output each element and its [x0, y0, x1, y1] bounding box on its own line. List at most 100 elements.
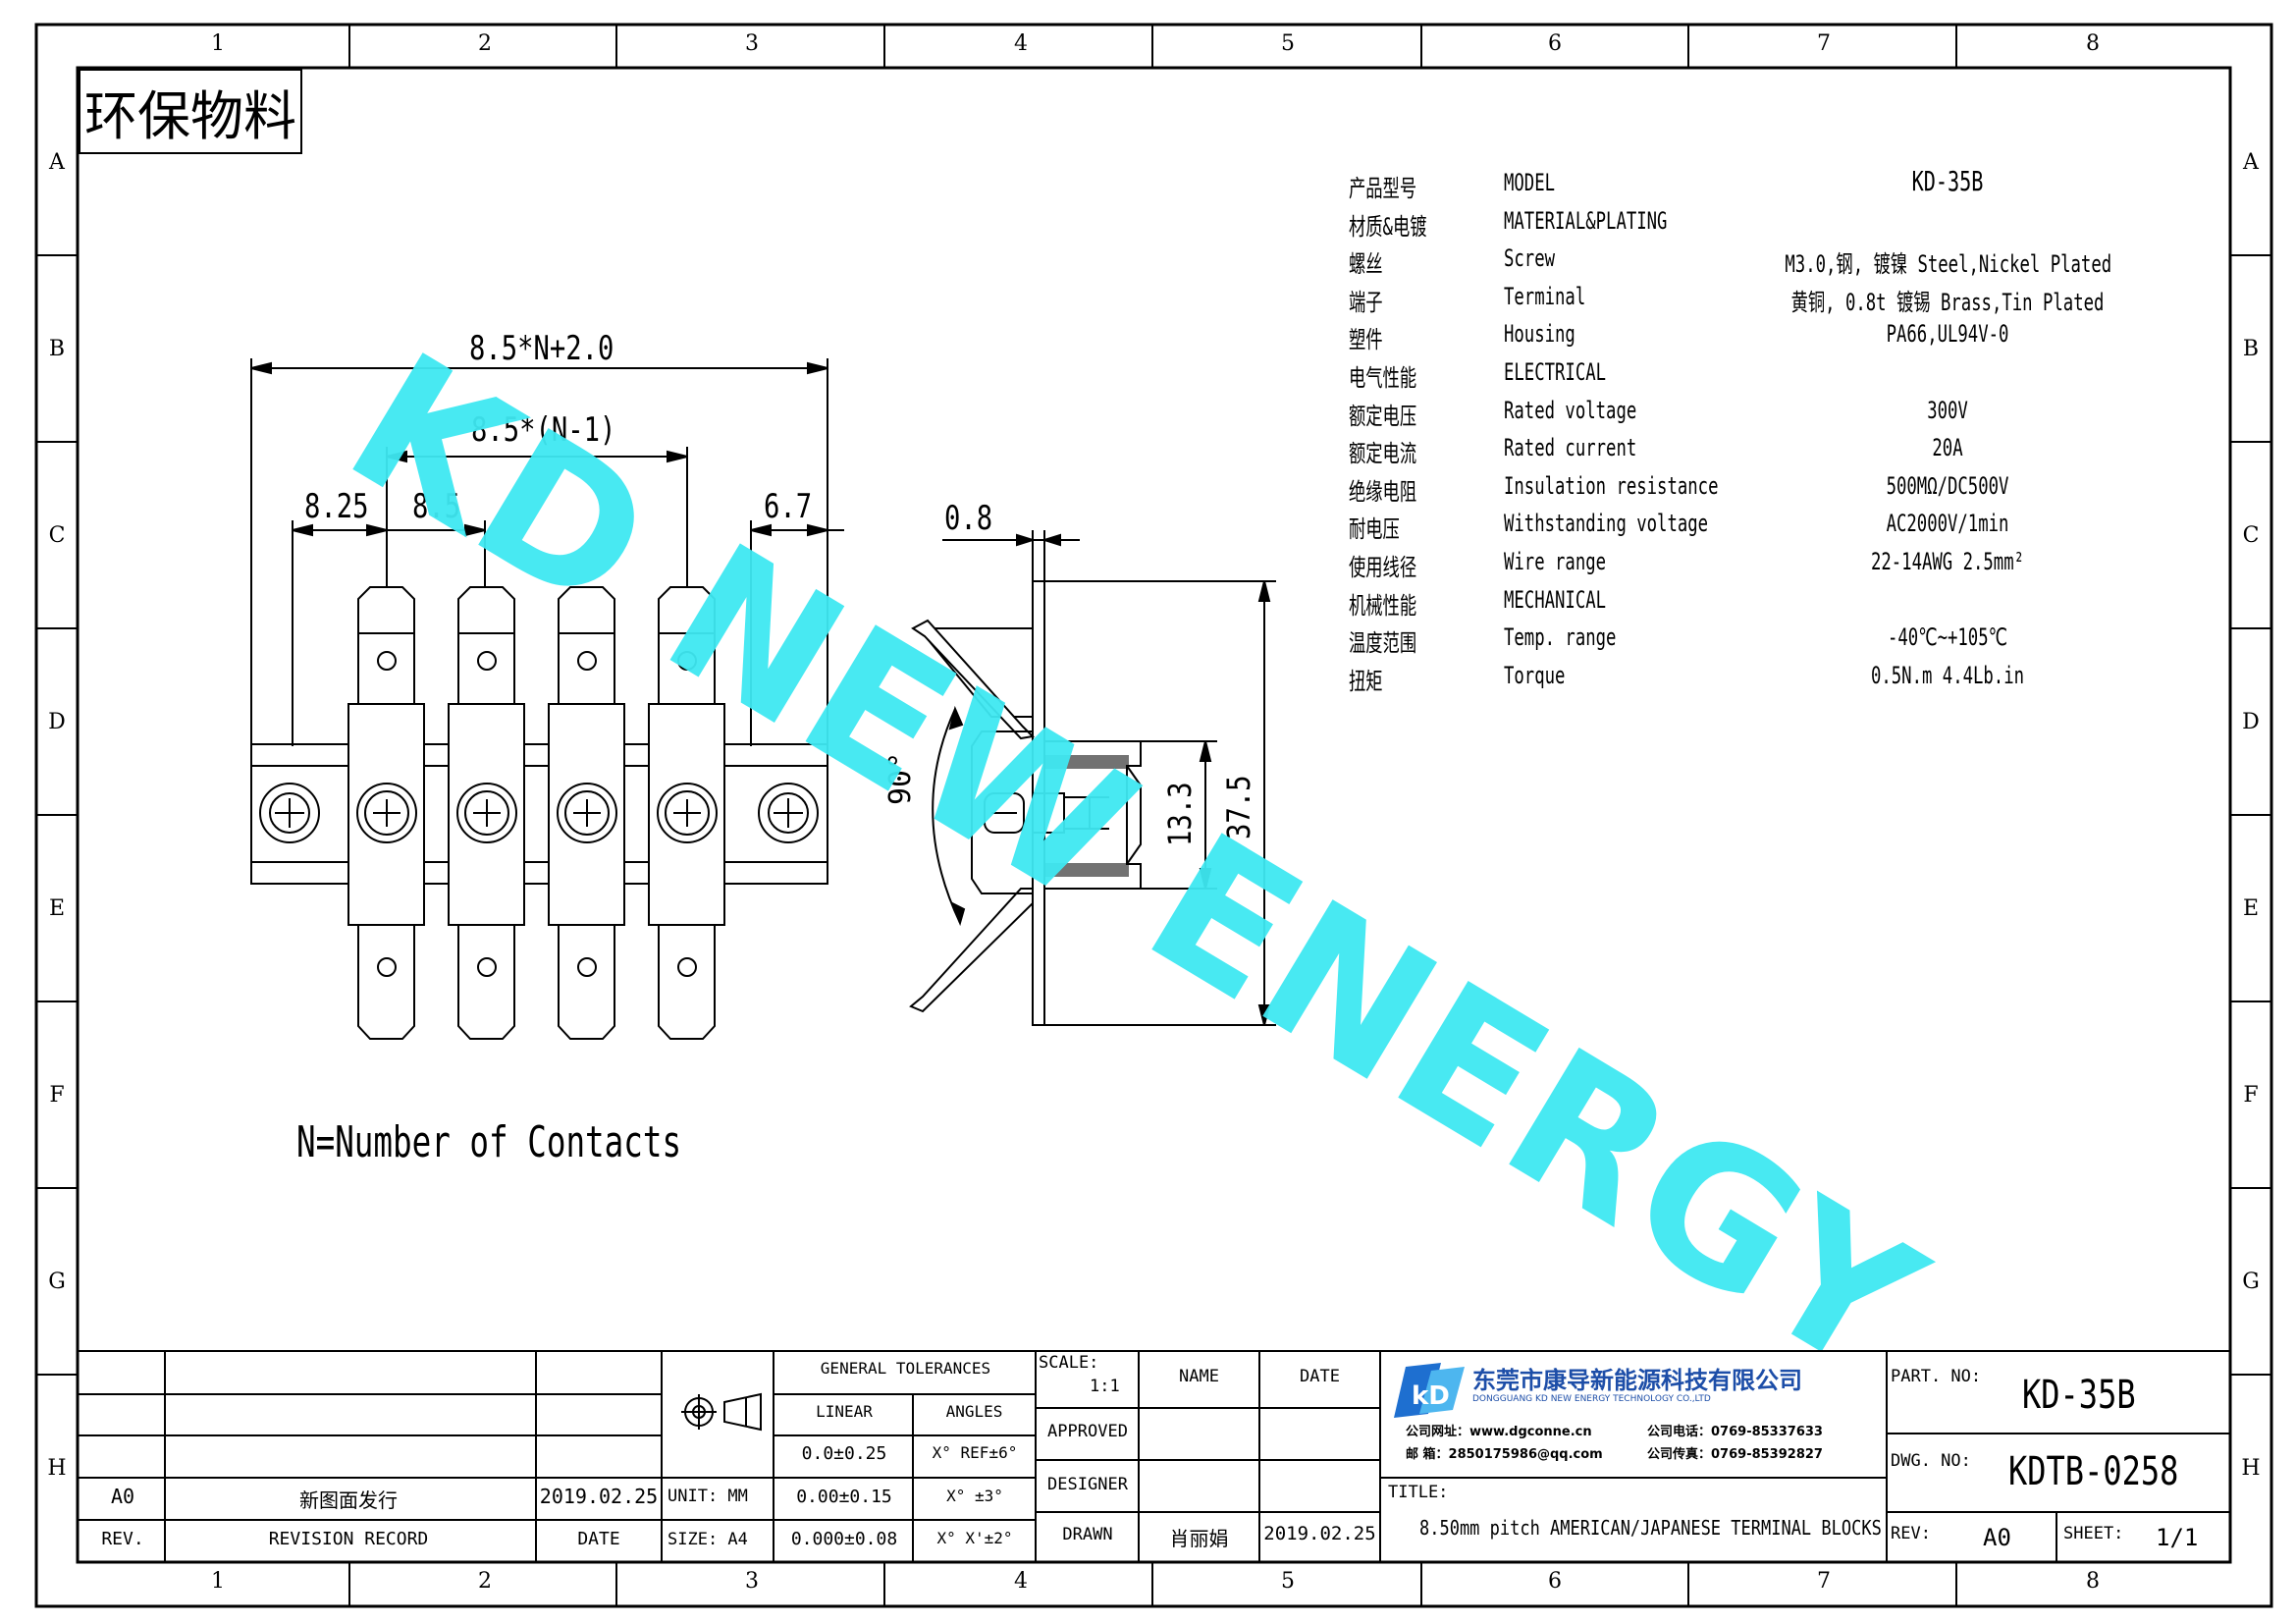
row-label: H — [47, 1456, 67, 1481]
column-label: 3 — [745, 31, 759, 56]
spec-label-en: Temp. range — [1504, 623, 1617, 652]
dim-overall-length: 8.5*N+2.0 — [469, 329, 614, 368]
name-header: NAME — [1179, 1367, 1219, 1386]
spec-label-cn: 扭矩 — [1349, 667, 1383, 695]
rev-header: REV. — [101, 1529, 144, 1549]
spec-value: 22-14AWG 2.5mm² — [1870, 548, 2025, 575]
spec-label-cn: 温度范围 — [1349, 629, 1417, 658]
dim-pitch-total: 8.5*(N-1) — [471, 410, 616, 450]
spec-value: AC2000V/1min — [1886, 510, 2009, 538]
eco-material-label: 环保物料 — [79, 69, 302, 154]
row-label: A — [49, 150, 65, 175]
column-label: 6 — [1548, 31, 1562, 56]
general-tolerances: GENERAL TOLERANCES — [820, 1359, 991, 1378]
tolerance-angle: X° ±3° — [946, 1487, 1003, 1505]
column-label: 3 — [745, 1569, 759, 1594]
scale-label: SCALE: — [1039, 1353, 1099, 1373]
row-label: B — [2242, 337, 2260, 361]
spec-label-en: Terminal — [1504, 282, 1586, 310]
drawn-name: 肖丽娟 — [1169, 1527, 1229, 1550]
column-label: 7 — [1817, 1569, 1831, 1594]
spec-label-en: MODEL — [1504, 169, 1556, 196]
sheet-label: SHEET: — [2063, 1524, 2124, 1543]
company-email: 邮 箱：2850175986@qq.com — [1406, 1447, 1603, 1462]
column-label: 5 — [1281, 31, 1295, 56]
spec-label-en: Screw — [1504, 244, 1556, 273]
svg-text:kD: kD — [1412, 1381, 1450, 1411]
spec-label-cn: 螺丝 — [1349, 250, 1383, 279]
spec-label-en: Insulation resistance — [1504, 471, 1719, 500]
spec-label-en: MATERIAL&PLATING — [1504, 206, 1668, 235]
date-header: DATE — [577, 1529, 620, 1549]
revision-date: 2019.02.25 — [539, 1485, 659, 1508]
column-label: 1 — [211, 31, 225, 56]
spec-label-cn: 材质&电镀 — [1349, 212, 1427, 241]
tolerance-linear: 0.000±0.08 — [790, 1529, 898, 1549]
row-label: E — [48, 896, 66, 921]
column-label: 4 — [1014, 1569, 1028, 1594]
spec-label-en: ELECTRICAL — [1504, 358, 1607, 386]
row-label: H — [2241, 1456, 2261, 1481]
spec-label-cn: 额定电流 — [1349, 440, 1417, 468]
tolerance-angle: X° X'±2° — [936, 1529, 1013, 1547]
row-label: C — [2242, 523, 2260, 548]
row-label: D — [48, 710, 66, 734]
column-label: 2 — [478, 31, 492, 56]
title-label: TITLE: — [1388, 1483, 1449, 1502]
column-label: 1 — [211, 1569, 225, 1594]
row-label: C — [48, 523, 66, 548]
spec-label-en: Rated current — [1504, 434, 1637, 462]
spec-label-en: Housing — [1504, 320, 1575, 349]
row-label: G — [2242, 1270, 2260, 1294]
rev-value: A0 — [1983, 1524, 2011, 1551]
company-fax: 公司传真：0769-85392827 — [1647, 1447, 1823, 1462]
rev-label: REV: — [1891, 1524, 1931, 1543]
dim-left-offset: 8.25 — [304, 487, 369, 526]
column-label: 8 — [2086, 31, 2100, 56]
dim-thickness: 0.8 — [944, 499, 993, 538]
approved-label: APPROVED — [1047, 1422, 1128, 1441]
column-label: 4 — [1014, 31, 1028, 56]
company-phone: 公司电话：0769-85337633 — [1647, 1425, 1823, 1439]
spec-label-cn: 电气性能 — [1349, 364, 1417, 392]
company-website: 公司网址：www.dgconne.cn — [1406, 1425, 1592, 1439]
company-name-en: DONGGUANG KD NEW ENERGY TECHNOLOGY CO.,L… — [1472, 1394, 1711, 1404]
sheet-value: 1/1 — [2156, 1524, 2199, 1551]
company-name-cn: 东莞市康导新能源科技有限公司 — [1472, 1367, 1802, 1394]
spec-label-en: Withstanding voltage — [1504, 510, 1709, 538]
spec-label-cn: 端子 — [1349, 288, 1383, 316]
part-no-label: PART. NO: — [1891, 1367, 1982, 1386]
spec-label-en: MECHANICAL — [1504, 585, 1607, 614]
row-label: B — [48, 337, 66, 361]
tolerance-angle: X° REF±6° — [932, 1443, 1018, 1462]
row-label: F — [2243, 1083, 2259, 1108]
spec-value: KD-35B — [1911, 165, 1984, 197]
dim-pitch: 8.5 — [412, 487, 461, 526]
spec-value: 300V — [1927, 396, 1968, 424]
size-label: SIZE: A4 — [667, 1530, 748, 1549]
row-label: G — [48, 1270, 66, 1294]
spec-value: 20A — [1932, 434, 1963, 462]
spec-label-cn: 使用线径 — [1349, 554, 1417, 581]
spec-value: 0.5N.m 4.4Lb.in — [1870, 661, 2025, 689]
spec-label-cn: 塑件 — [1349, 326, 1383, 354]
date-header: DATE — [1300, 1367, 1340, 1386]
designer-label: DESIGNER — [1047, 1475, 1128, 1494]
column-label: 2 — [478, 1569, 492, 1594]
dwg-no: KDTB-0258 — [2008, 1449, 2179, 1494]
tolerance-linear: 0.0±0.25 — [801, 1443, 887, 1464]
row-label: D — [2242, 710, 2260, 734]
spec-label-cn: 绝缘电阻 — [1349, 477, 1417, 506]
spec-value: 黄铜, 0.8t 镀锡 Brass,Tin Plated — [1790, 288, 2105, 316]
row-label: A — [2243, 150, 2259, 175]
spec-value: -40℃~+105℃ — [1887, 623, 2008, 652]
spec-label-cn: 机械性能 — [1349, 591, 1417, 620]
linear-header: LINEAR — [816, 1402, 873, 1421]
column-label: 7 — [1817, 31, 1831, 56]
dwg-no-label: DWG. NO: — [1891, 1451, 1971, 1471]
revision-record: 新图面发行 — [299, 1488, 398, 1512]
